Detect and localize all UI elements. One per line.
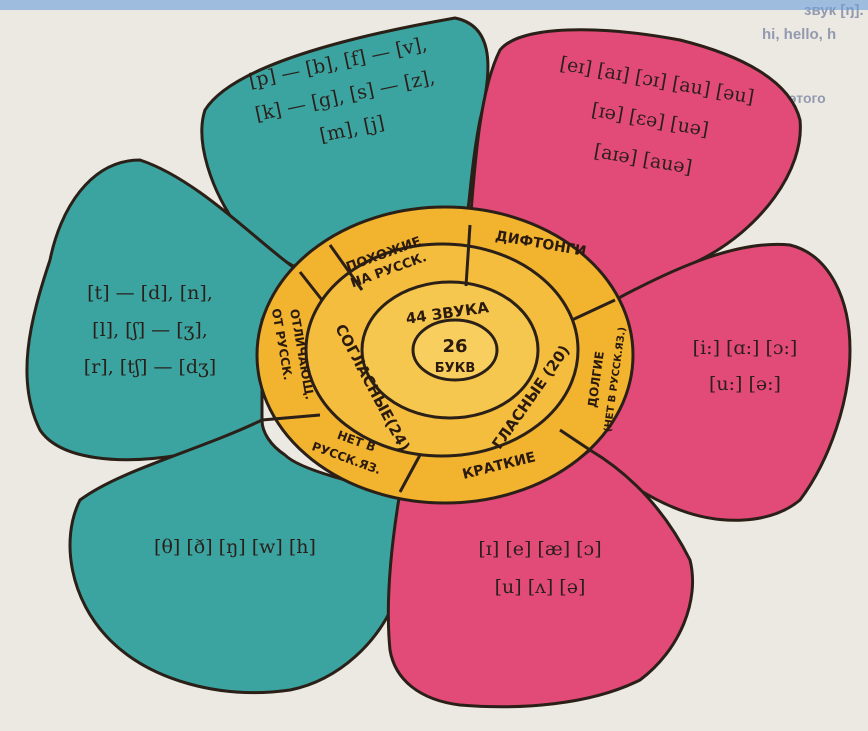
- different-consonants-text: [t] — [d], [n], [l], [ʃ] — [ʒ], [r], [tʃ…: [50, 275, 250, 386]
- letters-label: БУКВ: [435, 361, 475, 376]
- long-vowels-text: [i:] [ɑ:] [ɔ:] [u:] [ə:]: [660, 330, 830, 402]
- short-vowels-text: [ɪ] [e] [æ] [ɔ] [u] [ʌ] [ə]: [440, 530, 640, 606]
- top-strip: [0, 0, 868, 10]
- letters-count: 26: [442, 336, 467, 357]
- absent-consonants-text: [θ] [ð] [ŋ] [w] [h]: [100, 532, 370, 562]
